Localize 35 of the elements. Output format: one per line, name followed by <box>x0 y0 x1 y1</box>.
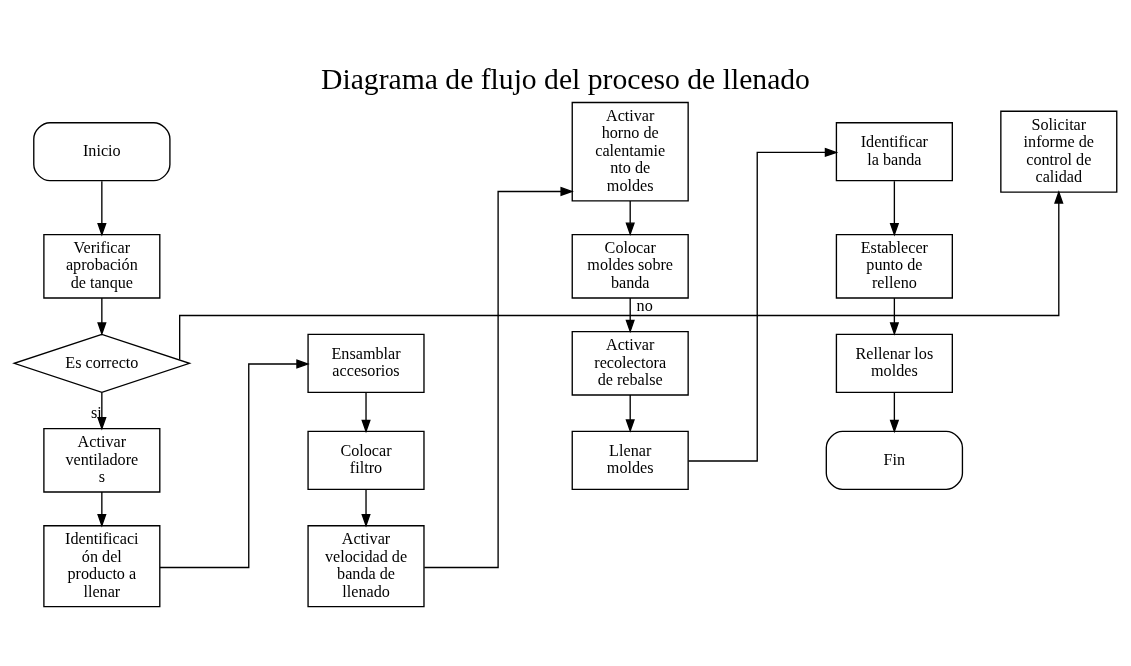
node-box: Llenar moldes <box>571 430 689 491</box>
arrow <box>361 391 371 434</box>
node-box: Ensamblar accesorios <box>307 333 425 393</box>
node-box: Activar recolectora de rebalse <box>571 330 689 396</box>
node-box: Inicio <box>33 122 171 182</box>
arrow <box>361 489 371 528</box>
node-box: Activar horno de calentamie nto de moldes <box>571 101 689 202</box>
arrow <box>625 297 635 334</box>
arrow <box>889 180 900 237</box>
diagram-title: Diagrama de flujo del proceso de llenado <box>321 62 810 95</box>
node-box: Activar ventiladore s <box>43 428 161 493</box>
arrow <box>889 391 900 434</box>
node-box: Fin <box>825 430 964 491</box>
arrow <box>889 297 900 336</box>
node-box: Colocar filtro <box>307 430 425 491</box>
node-box: Identificar la banda <box>835 122 953 182</box>
arrow <box>179 190 1064 361</box>
edge-label: no <box>636 296 653 314</box>
node-box: Identificaci ón del producto a llenar <box>43 525 161 608</box>
arrow <box>97 297 107 336</box>
arrow <box>625 200 635 236</box>
arrow <box>97 391 107 431</box>
node-box: Verificar aprobación de tanque <box>43 233 161 299</box>
arrow <box>423 186 574 569</box>
node-box: Activar velocidad de banda de llenado <box>307 525 425 608</box>
node-diamond: Es correcto <box>12 333 192 393</box>
arrow <box>97 180 107 237</box>
node-box: Establecer punto de relleno <box>835 233 953 299</box>
arrow <box>625 394 635 433</box>
node-box: Rellenar los moldes <box>835 333 953 393</box>
arrow <box>159 359 310 569</box>
arrow <box>687 147 839 462</box>
node-box: Solicitar informe de control de calidad <box>1000 110 1118 193</box>
node-box: Colocar moldes sobre banda <box>571 233 689 299</box>
arrow <box>97 491 107 528</box>
